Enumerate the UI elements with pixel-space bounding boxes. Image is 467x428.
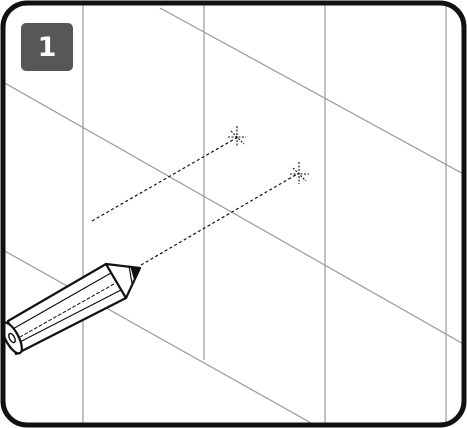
step-number-badge: 1	[21, 23, 73, 71]
dashed-marking-lines	[91, 136, 300, 266]
crosshair-mark-icon	[228, 126, 246, 146]
pencil-lead	[130, 266, 141, 279]
diagonal-guide-line	[159, 7, 464, 177]
pencil-icon	[3, 262, 142, 356]
diagonal-guide-lines	[3, 7, 464, 425]
pencil-tip	[104, 262, 142, 300]
upper-marking-line	[91, 136, 239, 222]
diagonal-guide-line	[3, 81, 464, 347]
step-number: 1	[37, 31, 57, 63]
diagonal-guide-line	[3, 249, 321, 425]
crosshair-mark-icon	[290, 162, 309, 184]
vertical-guide-lines	[82, 3, 447, 425]
lower-marking-line	[140, 172, 300, 266]
